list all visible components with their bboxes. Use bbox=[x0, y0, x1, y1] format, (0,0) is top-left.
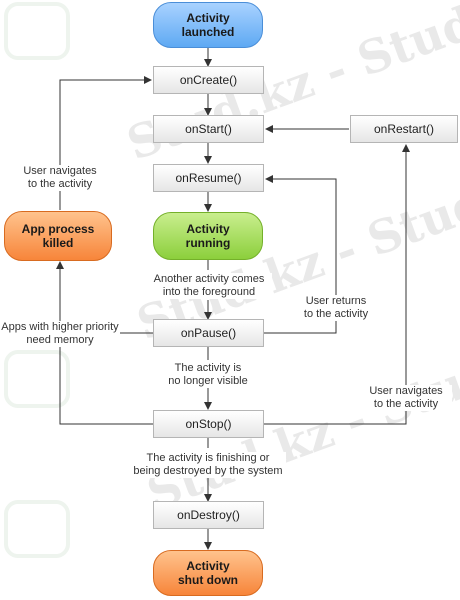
on-restart-node: onRestart() bbox=[350, 115, 458, 143]
app-process-killed-label: App process killed bbox=[21, 222, 95, 250]
on-stop-node: onStop() bbox=[153, 410, 264, 438]
activity-running-label: Activity running bbox=[185, 222, 231, 250]
activity-running-node: Activity running bbox=[153, 212, 263, 260]
finishing-label: The activity is finishing or being destr… bbox=[130, 452, 286, 478]
on-restart-label: onRestart() bbox=[373, 122, 435, 136]
user-returns-label: User returns to the activity bbox=[296, 295, 376, 321]
user-navigates-killed-label: User navigates to the activity bbox=[14, 165, 106, 191]
on-pause-node: onPause() bbox=[153, 319, 264, 347]
activity-launched-label: Activity launched bbox=[181, 11, 235, 39]
on-create-label: onCreate() bbox=[179, 73, 238, 87]
no-longer-visible-label: The activity is no longer visible bbox=[160, 362, 256, 388]
app-process-killed-node: App process killed bbox=[4, 211, 112, 261]
on-resume-label: onResume() bbox=[175, 171, 242, 185]
activity-shut-down-label: Activity shut down bbox=[178, 559, 238, 587]
apps-need-memory-label: Apps with higher priority need memory bbox=[0, 321, 120, 347]
arrow-stop-to-restart bbox=[264, 144, 410, 425]
on-start-label: onStart() bbox=[185, 122, 232, 136]
another-activity-label: Another activity comes into the foregrou… bbox=[146, 273, 272, 299]
on-start-node: onStart() bbox=[153, 115, 264, 143]
user-navigates-restart-label: User navigates to the activity bbox=[360, 385, 452, 411]
activity-launched-node: Activity launched bbox=[153, 2, 263, 48]
on-destroy-label: onDestroy() bbox=[177, 508, 240, 522]
arrow-pause-to-resume bbox=[264, 175, 337, 334]
on-create-node: onCreate() bbox=[153, 66, 264, 94]
on-destroy-node: onDestroy() bbox=[153, 501, 264, 529]
activity-shut-down-node: Activity shut down bbox=[153, 550, 263, 596]
on-pause-label: onPause() bbox=[180, 326, 237, 340]
on-resume-node: onResume() bbox=[153, 164, 264, 192]
arrow-stop-to-killed bbox=[56, 261, 153, 425]
on-stop-label: onStop() bbox=[185, 417, 232, 431]
